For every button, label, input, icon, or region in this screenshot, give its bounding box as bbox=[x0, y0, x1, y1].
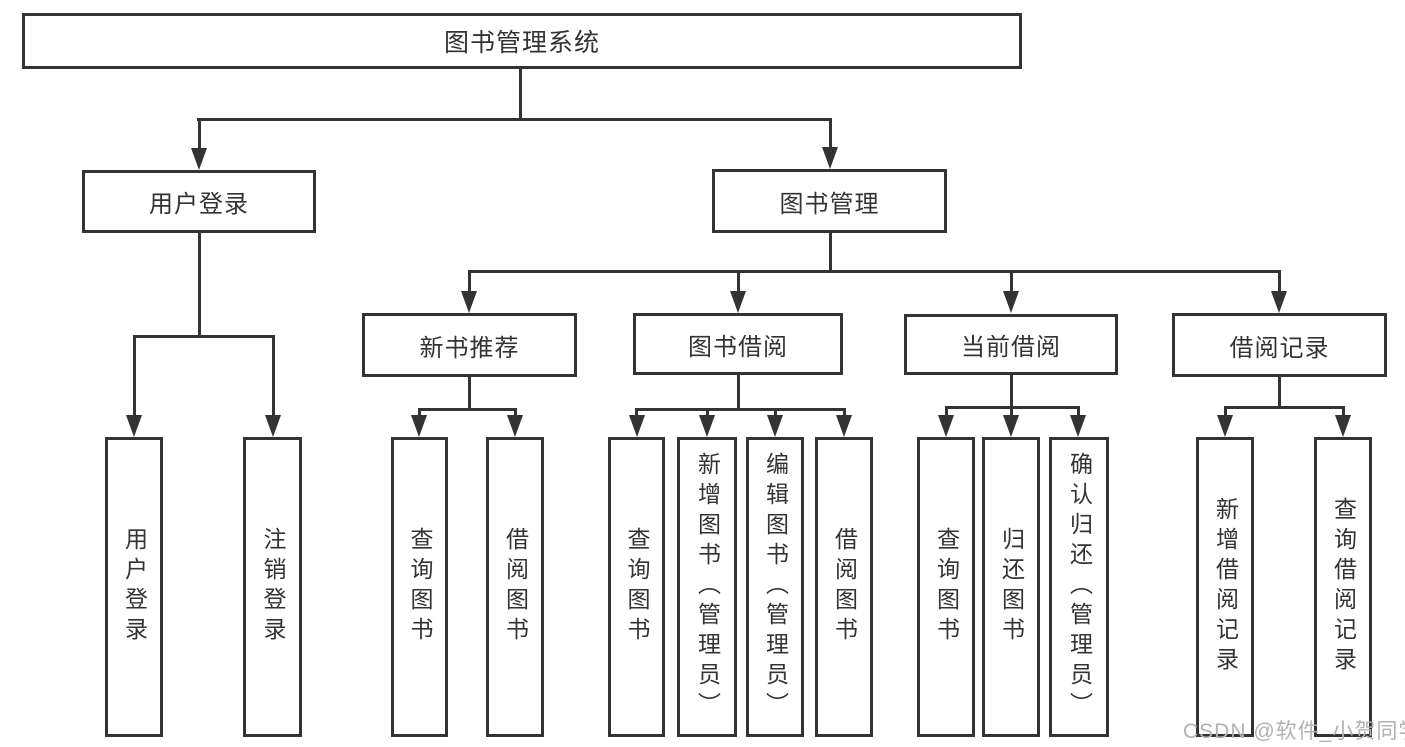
leaf-add-books-admin-label: 新增图书（管理员） bbox=[694, 452, 721, 722]
leaf-borrow-books-1: 借阅图书 bbox=[486, 437, 544, 737]
node-book-borrowing: 图书借阅 bbox=[633, 313, 843, 375]
leaf-add-books-admin: 新增图书（管理员） bbox=[677, 437, 737, 737]
connector-line bbox=[1009, 406, 1013, 418]
connector-line bbox=[197, 233, 201, 338]
node-root: 图书管理系统 bbox=[22, 13, 1022, 69]
leaf-edit-books-admin: 编辑图书（管理员） bbox=[746, 437, 804, 737]
node-new-book-recommend: 新书推荐 bbox=[362, 313, 577, 377]
arrowhead-icon bbox=[1070, 415, 1086, 437]
connector-line bbox=[467, 270, 1281, 273]
node-new-book-recommend-label: 新书推荐 bbox=[419, 334, 520, 362]
arrowhead-icon bbox=[1217, 415, 1233, 437]
leaf-query-borrow-record: 查询借阅记录 bbox=[1314, 437, 1372, 737]
node-borrowing-records-label: 借阅记录 bbox=[1229, 334, 1330, 362]
arrowhead-icon bbox=[191, 148, 207, 170]
connector-line bbox=[468, 377, 471, 411]
leaf-query-books-2-label: 查询图书 bbox=[624, 527, 650, 647]
arrowhead-icon bbox=[1271, 291, 1287, 313]
leaf-query-borrow-record-label: 查询借阅记录 bbox=[1330, 497, 1357, 677]
node-current-borrowing-label: 当前借阅 bbox=[961, 334, 1061, 361]
arrowhead-icon bbox=[126, 415, 142, 437]
leaf-borrow-books-1-label: 借阅图书 bbox=[502, 527, 529, 647]
connector-line bbox=[197, 118, 201, 151]
leaf-query-books-2: 查询图书 bbox=[608, 437, 665, 737]
node-book-management: 图书管理 bbox=[712, 169, 947, 233]
connector-line bbox=[197, 118, 831, 121]
node-user-login-branch-label: 用户登录 bbox=[149, 191, 249, 218]
connector-line bbox=[773, 408, 777, 418]
connector-line bbox=[1341, 406, 1345, 418]
connector-line bbox=[736, 375, 740, 411]
arrowhead-icon bbox=[461, 291, 477, 313]
arrowhead-icon bbox=[507, 415, 523, 437]
leaf-logout: 注销登录 bbox=[243, 437, 302, 737]
node-book-management-label: 图书管理 bbox=[779, 190, 880, 218]
leaf-return-books: 归还图书 bbox=[982, 437, 1040, 737]
connector-line bbox=[132, 335, 136, 417]
arrowhead-icon bbox=[822, 147, 838, 169]
leaf-add-borrow-record-label: 新增借阅记录 bbox=[1212, 497, 1239, 677]
connector-line bbox=[1223, 406, 1345, 409]
csdn-watermark: CSDN @软件_小贺同学 bbox=[1183, 720, 1405, 743]
connector-line bbox=[519, 69, 522, 121]
connector-line bbox=[944, 406, 948, 418]
leaf-query-books-1-label: 查询图书 bbox=[407, 527, 433, 647]
node-book-borrowing-label: 图书借阅 bbox=[688, 333, 788, 361]
leaf-query-books-3-label: 查询图书 bbox=[933, 527, 960, 647]
arrowhead-icon bbox=[730, 291, 746, 313]
arrowhead-icon bbox=[411, 415, 427, 437]
connector-line bbox=[1277, 270, 1281, 293]
leaf-borrow-books-2-label: 借阅图书 bbox=[831, 527, 858, 647]
arrowhead-icon bbox=[938, 415, 954, 437]
connector-line bbox=[1009, 375, 1013, 409]
connector-line bbox=[1076, 406, 1080, 418]
connector-line bbox=[842, 408, 846, 418]
leaf-confirm-return-admin-label: 确认归还（管理员） bbox=[1066, 452, 1093, 722]
leaf-confirm-return-admin: 确认归还（管理员） bbox=[1049, 437, 1109, 737]
leaf-logout-label: 注销登录 bbox=[260, 527, 286, 647]
leaf-query-books-1: 查询图书 bbox=[391, 437, 448, 737]
arrowhead-icon bbox=[767, 415, 783, 437]
leaf-borrow-books-2: 借阅图书 bbox=[815, 437, 873, 737]
arrowhead-icon bbox=[699, 415, 715, 437]
leaf-user-login-label: 用户登录 bbox=[121, 527, 148, 647]
node-user-login-branch: 用户登录 bbox=[82, 170, 316, 233]
connector-line bbox=[635, 408, 846, 411]
node-current-borrowing: 当前借阅 bbox=[904, 314, 1118, 375]
node-root-label: 图书管理系统 bbox=[443, 29, 600, 57]
connector-line bbox=[635, 408, 638, 418]
arrowhead-icon bbox=[629, 415, 645, 437]
leaf-add-borrow-record: 新增借阅记录 bbox=[1196, 437, 1254, 737]
connector-line bbox=[828, 118, 832, 150]
leaf-return-books-label: 归还图书 bbox=[998, 527, 1025, 647]
connector-line bbox=[417, 408, 421, 418]
connector-line bbox=[1223, 406, 1227, 418]
connector-line bbox=[1278, 377, 1281, 409]
leaf-user-login: 用户登录 bbox=[105, 437, 163, 737]
connector-line bbox=[513, 408, 517, 418]
connector-line bbox=[1009, 270, 1013, 293]
connector-line bbox=[705, 408, 709, 418]
arrowhead-icon bbox=[836, 415, 852, 437]
arrowhead-icon bbox=[1003, 291, 1019, 313]
connector-line bbox=[271, 335, 275, 417]
arrowhead-icon bbox=[1003, 415, 1019, 437]
connector-line bbox=[417, 408, 517, 411]
connector-line bbox=[736, 270, 740, 293]
arrowhead-icon bbox=[1335, 415, 1351, 437]
leaf-edit-books-admin-label: 编辑图书（管理员） bbox=[762, 452, 789, 722]
node-borrowing-records: 借阅记录 bbox=[1172, 313, 1387, 377]
connector-line bbox=[467, 270, 471, 293]
leaf-query-books-3: 查询图书 bbox=[917, 437, 975, 737]
connector-line bbox=[132, 335, 275, 338]
connector-line bbox=[828, 233, 832, 273]
arrowhead-icon bbox=[265, 415, 281, 437]
